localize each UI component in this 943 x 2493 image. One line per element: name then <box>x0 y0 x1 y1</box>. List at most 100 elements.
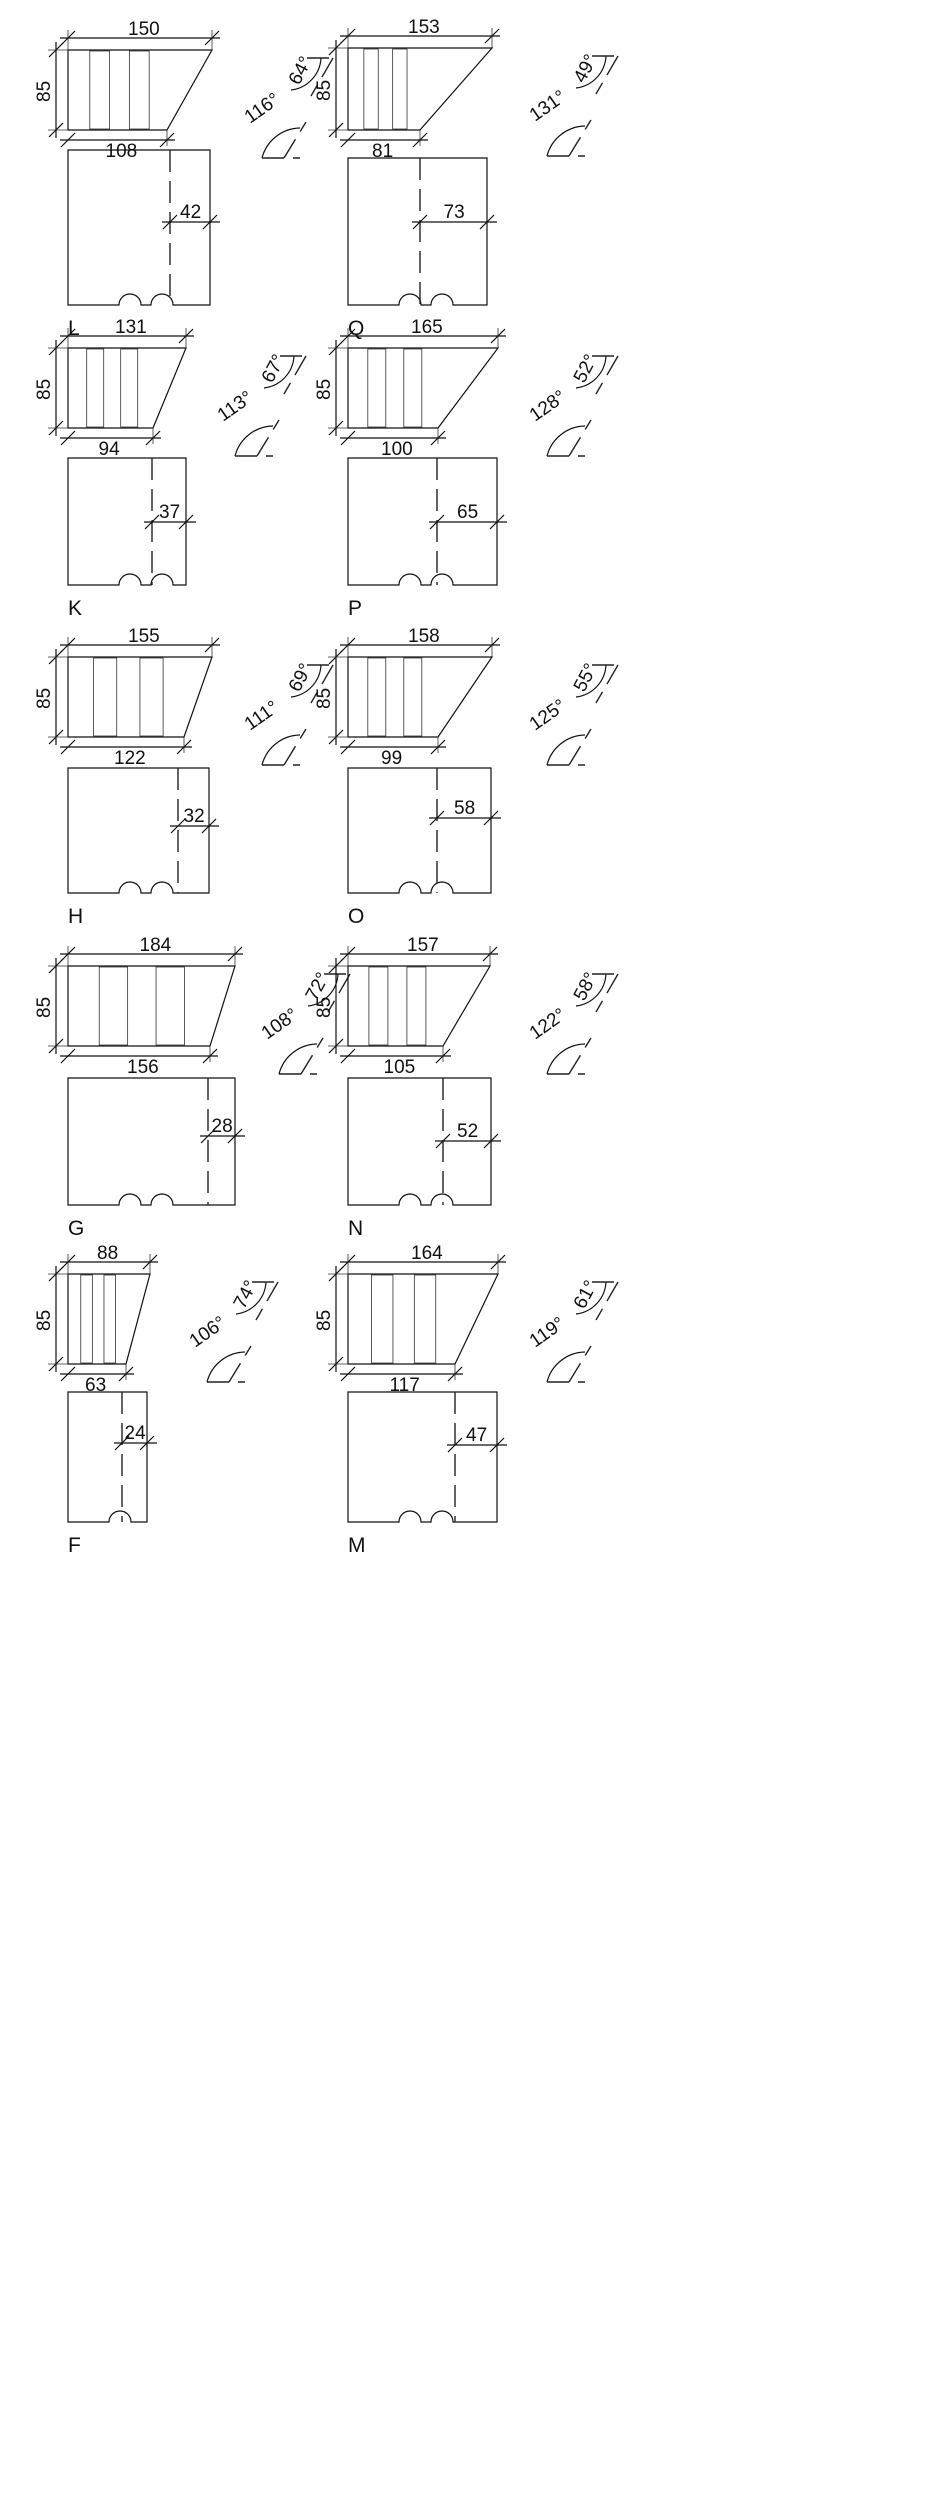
dimension-tick <box>340 1254 356 1270</box>
dimension-tick <box>60 1366 76 1382</box>
dimension-tick <box>482 946 498 962</box>
dimension-tick <box>142 1254 158 1270</box>
core-void <box>93 657 118 737</box>
face-view: 37 <box>67 457 196 586</box>
face-outline <box>67 1077 236 1206</box>
face-view: 32 <box>67 767 219 894</box>
depth-label: 73 <box>444 202 465 223</box>
dimension-tick <box>412 214 428 230</box>
dimension-tick <box>48 649 64 665</box>
dimension-tick <box>139 1435 155 1451</box>
core-void <box>367 657 387 737</box>
dimension-tick <box>48 729 64 745</box>
obtuse-angle-label: 122° <box>526 1004 570 1044</box>
block-letter: N <box>348 1217 363 1240</box>
dimension-tick <box>48 958 64 974</box>
face-outline <box>67 1391 148 1523</box>
angle-slope-line <box>568 419 592 457</box>
angle-slope-line <box>255 1281 279 1321</box>
face-outline <box>347 1391 498 1523</box>
dimension-tick <box>60 30 76 46</box>
block-letter: F <box>68 1534 81 1557</box>
obtuse-angle-label: 116° <box>241 89 284 128</box>
dimension-tick <box>430 739 446 755</box>
angle-slope-line <box>568 1345 592 1383</box>
dimension-tick <box>60 739 76 755</box>
angle-slope-line <box>300 1037 324 1075</box>
dimension-tick <box>328 649 344 665</box>
bottom-length-label: 117 <box>390 1375 420 1396</box>
angle-slope-line <box>256 419 280 457</box>
height-label: 85 <box>34 1310 55 1331</box>
block-letter: P <box>348 597 362 620</box>
dimension-tick <box>435 1133 451 1149</box>
core-void <box>406 966 427 1046</box>
height-label: 85 <box>34 81 55 102</box>
angle-slope-line <box>327 973 351 1013</box>
core-void <box>86 348 105 428</box>
dimension-tick <box>60 132 76 148</box>
angle-slope-line <box>310 57 334 97</box>
obtuse-angle-label: 119° <box>526 1313 569 1352</box>
angle-detail: 122°58° <box>526 969 619 1075</box>
profile-outline <box>347 1273 499 1365</box>
dimension-tick <box>144 514 160 530</box>
obtuse-angle-arc <box>546 425 586 457</box>
core-void <box>89 50 110 130</box>
acute-angle-arc <box>307 973 339 1007</box>
depth-label: 58 <box>454 798 475 819</box>
obtuse-angle-label: 131° <box>526 86 570 126</box>
obtuse-angle-label: 111° <box>241 697 283 735</box>
dimension-tick <box>227 946 243 962</box>
dimension-tick <box>202 1048 218 1064</box>
dimension-tick <box>60 1254 76 1270</box>
dimension-tick <box>162 214 178 230</box>
depth-label: 42 <box>180 202 201 223</box>
dimension-tick <box>204 30 220 46</box>
core-void <box>367 348 387 428</box>
dimension-tick <box>490 1254 506 1270</box>
dimension-tick <box>170 818 186 834</box>
dimension-tick <box>490 328 506 344</box>
obtuse-angle-label: 113° <box>214 387 257 426</box>
block-letter: G <box>68 1217 84 1240</box>
dimension-tick <box>430 430 446 446</box>
obtuse-angle-arc <box>546 125 586 157</box>
face-view: 65 <box>347 457 507 586</box>
depth-label: 47 <box>466 1425 487 1446</box>
face-outline <box>347 767 492 894</box>
height-label: 85 <box>314 688 335 709</box>
core-void <box>403 348 423 428</box>
block-letter: H <box>68 905 83 928</box>
face-outline <box>67 767 210 894</box>
dimension-tick <box>340 637 356 653</box>
acute-angle-arc <box>263 355 295 389</box>
depth-label: 28 <box>212 1116 233 1137</box>
bottom-length-label: 100 <box>381 439 413 460</box>
acute-angle-arc <box>575 1281 607 1315</box>
bottom-length-label: 108 <box>106 141 138 162</box>
angle-detail: 106°74° <box>186 1277 279 1383</box>
acute-angle-arc <box>290 57 322 91</box>
top-length-label: 157 <box>407 935 439 956</box>
angle-detail: 131°49° <box>526 51 619 157</box>
bottom-length-label: 122 <box>114 748 146 769</box>
dimension-tick <box>204 637 220 653</box>
dimension-tick <box>483 1133 499 1149</box>
dimension-tick <box>483 810 499 826</box>
top-length-label: 131 <box>115 317 147 338</box>
angle-slope-line <box>283 355 307 395</box>
dimension-tick <box>48 1266 64 1282</box>
angle-detail: 113°67° <box>214 351 307 457</box>
dimension-tick <box>60 637 76 653</box>
dimension-tick <box>435 1048 451 1064</box>
depth-label: 32 <box>184 806 205 827</box>
dimension-tick <box>48 122 64 138</box>
top-length-label: 184 <box>140 935 172 956</box>
